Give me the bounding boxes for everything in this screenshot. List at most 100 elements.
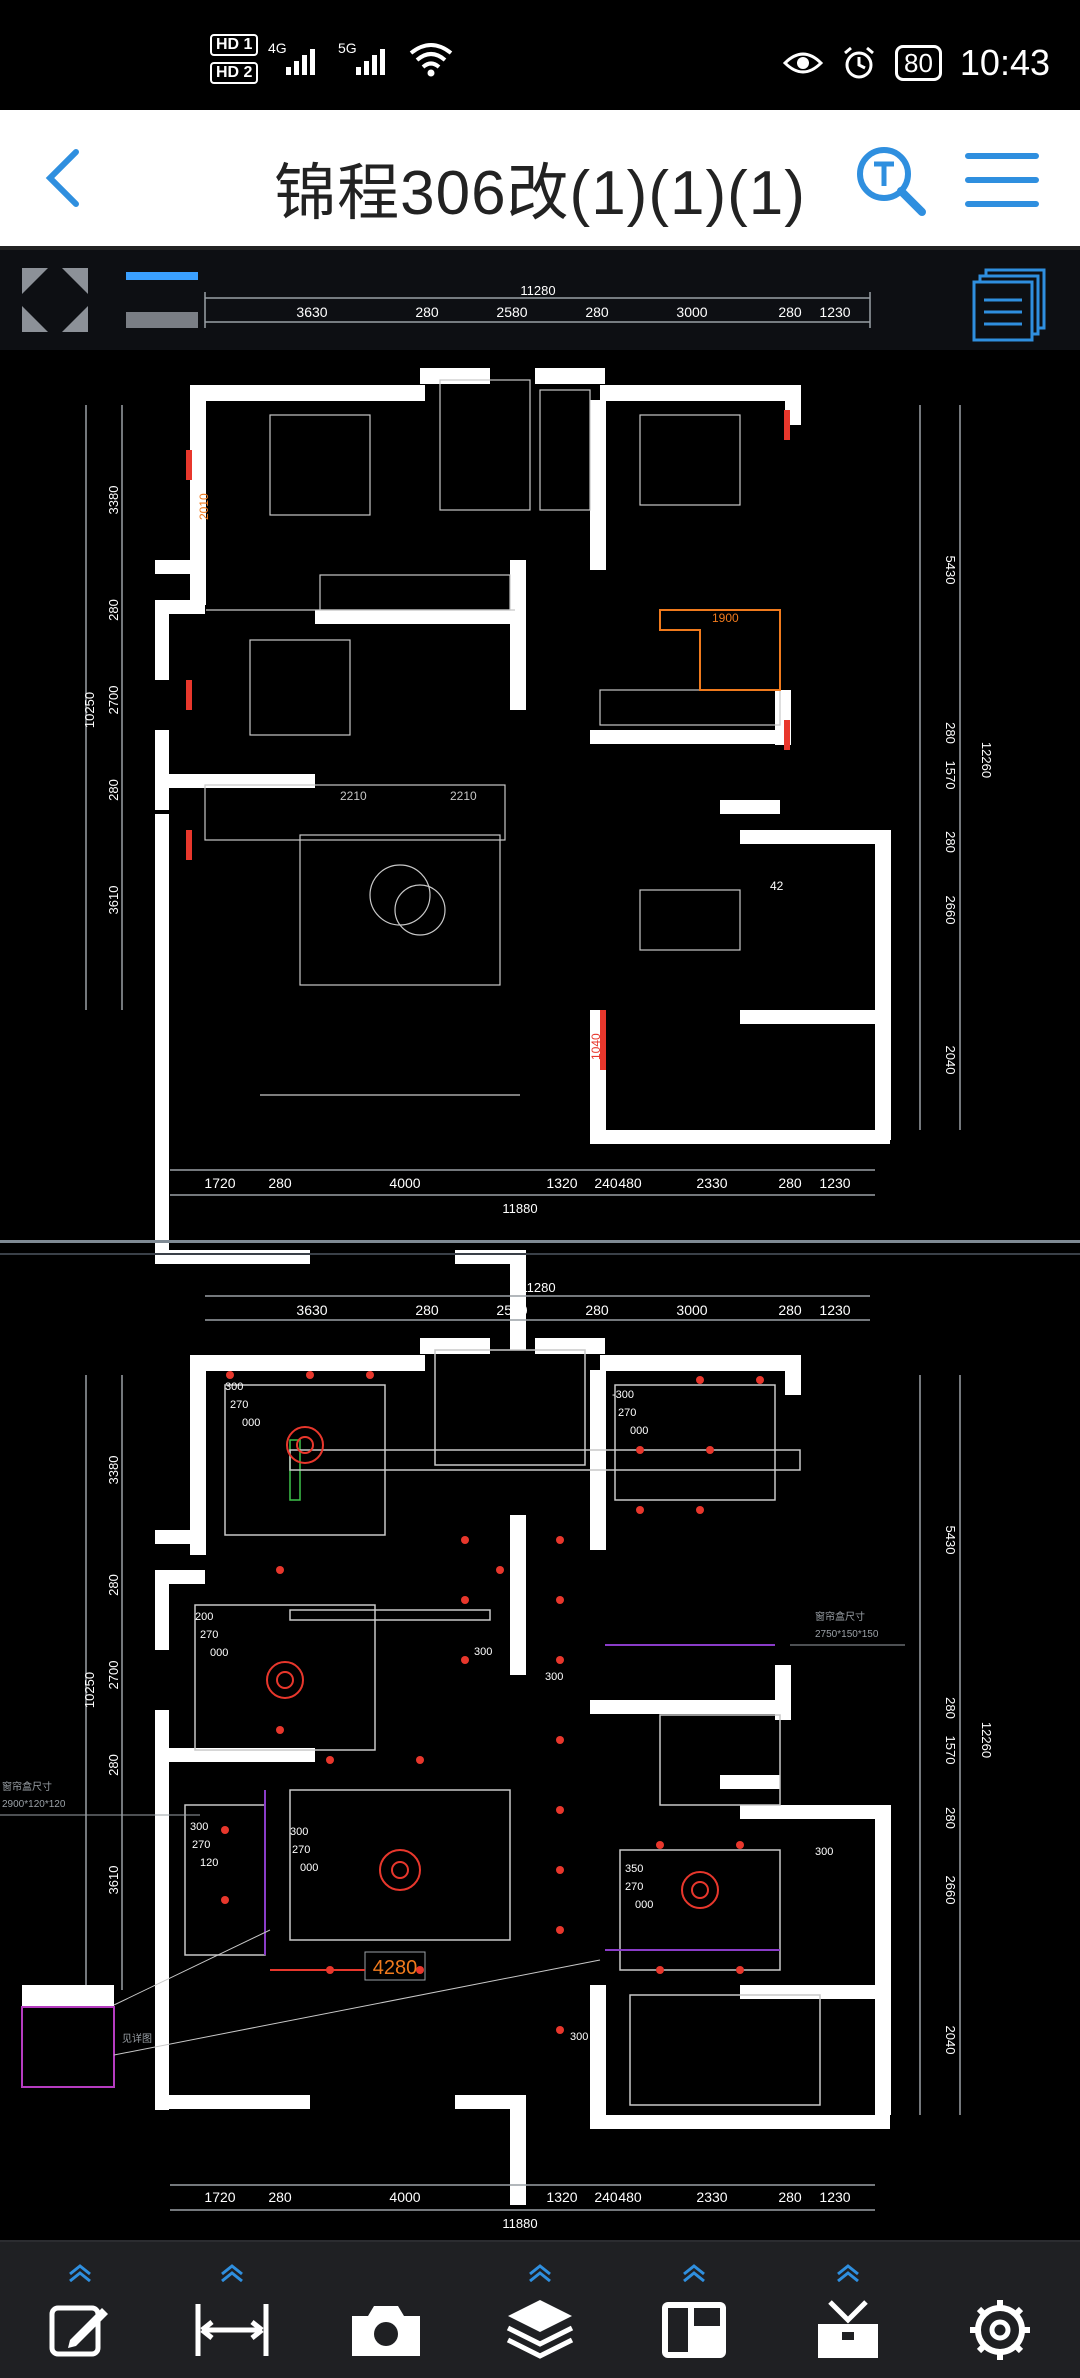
level-tag: 270 [230, 1399, 248, 1411]
level-tag: -300 [612, 1389, 634, 1401]
dim-label: 280 [778, 1302, 802, 1318]
dim-label: 280 [943, 1697, 958, 1719]
walls-2 [155, 1338, 891, 2205]
room-dim-label: 42 [770, 879, 784, 893]
sheet-divider [0, 1240, 1080, 1243]
line-weight-icon[interactable] [126, 272, 198, 328]
dim-label: 280 [106, 779, 121, 801]
dimension-callout: 4280 [270, 1951, 426, 1981]
dim-label: 3000 [676, 304, 707, 320]
cad-drawing-canvas[interactable]: 11280 3630 280 2580 280 3000 280 1230 33… [0, 250, 1080, 2240]
curtain-note-2: 窗帘盒尺寸 2900*120*120 [0, 1780, 200, 1816]
dim-bottom-labels: 1720 280 4000 1320 240 480 2330 280 1230… [204, 2189, 850, 2231]
battery-indicator: 80 [894, 45, 942, 81]
signal-5g-icon: 5G [338, 40, 386, 75]
network-indicators: HD 1 HD 2 4G 5G [210, 34, 454, 84]
settings-tool[interactable] [960, 2264, 1040, 2364]
ruler-dimension-icon [195, 2304, 269, 2356]
dim-label: 3630 [296, 304, 327, 320]
dim-label: 4000 [389, 2189, 420, 2205]
text-search-icon[interactable] [852, 142, 928, 218]
curtain-boxes [264, 1644, 780, 1955]
ceiling-level-tags: 300 270 000 -300 270 000 200 270 000 300… [190, 1381, 833, 2043]
dim-label: 1320 [546, 2189, 577, 2205]
level-tag: 270 [618, 1407, 636, 1419]
dim-label: 280 [268, 1175, 292, 1191]
dim-label: 10250 [82, 1672, 97, 1708]
level-tag: 300 [474, 1646, 492, 1658]
furniture-accent [659, 609, 781, 691]
dim-label: 1320 [546, 1175, 577, 1191]
dim-label: 2700 [106, 1661, 121, 1690]
curtain-note-1: 窗帘盒尺寸 2750*150*150 [790, 1610, 905, 1646]
dim-left-labels: 3380 280 2700 280 3610 10250 [82, 486, 121, 915]
dim-label: 480 [618, 2189, 642, 2205]
dim-label: 280 [778, 2189, 802, 2205]
dim-right-labels: 5430 280 1570 280 2660 2040 12260 [943, 1526, 994, 2055]
dim-label: 11880 [502, 1201, 537, 1216]
right-dim-lines-2 [919, 1375, 961, 2115]
dim-label: 1230 [819, 304, 850, 320]
menu-icon[interactable] [964, 148, 1040, 212]
level-tag: 300 [815, 1846, 833, 1858]
room-dim-label: 2210 [340, 789, 367, 803]
toolbox-tool[interactable] [808, 2264, 888, 2364]
clock: 10:43 [959, 42, 1050, 83]
chevron-up-icon [837, 2264, 859, 2282]
edit-icon [49, 2305, 108, 2357]
layout-tool[interactable] [654, 2264, 734, 2364]
camera-tool[interactable] [346, 2264, 426, 2364]
dim-label: 1230 [819, 1175, 850, 1191]
toolbox-icon [818, 2300, 878, 2358]
dim-label: 2580 [496, 304, 527, 320]
edit-tool[interactable] [40, 2264, 120, 2364]
fullscreen-icon[interactable] [22, 268, 88, 332]
level-tag: 300 [290, 1826, 308, 1838]
dim-label: 240 [594, 2189, 618, 2205]
gear-icon [970, 2300, 1030, 2360]
dim-label: 1720 [204, 1175, 235, 1191]
back-icon[interactable] [36, 146, 96, 210]
dim-label: 280 [778, 1175, 802, 1191]
dim-label: 280 [415, 304, 439, 320]
dim-label: 10250 [82, 692, 97, 728]
layers-tool[interactable] [500, 2264, 580, 2364]
dim-top-total: 11280 [520, 1280, 555, 1295]
detail-box: 见详图 [21, 1929, 601, 2088]
right-dim-lines [919, 405, 961, 1130]
dim-label: 5430 [943, 1526, 958, 1555]
room-dim-label: 1040 [589, 1033, 603, 1060]
room-dim-label: 1900 [712, 611, 739, 625]
callout-value: 4280 [373, 1957, 418, 1979]
measure-tool[interactable] [192, 2264, 272, 2364]
sheet-divider-inner [0, 1253, 1080, 1255]
dim-label: 2040 [943, 2026, 958, 2055]
note-value: 2900*120*120 [2, 1799, 66, 1810]
detail-label: 见详图 [122, 2032, 152, 2045]
hd1-badge: HD 1 [210, 34, 259, 56]
layout-list-icon[interactable] [972, 268, 1046, 342]
dim-label: 2660 [943, 896, 958, 925]
level-tag: 300 [545, 1671, 563, 1683]
note-value: 2750*150*150 [815, 1629, 879, 1640]
level-tag: 270 [200, 1629, 218, 1641]
note-title: 窗帘盒尺寸 [815, 1610, 865, 1623]
dim-label: 3630 [296, 1302, 327, 1318]
room-dim-label: 2210 [450, 789, 477, 803]
bottom-toolbar [0, 2240, 1080, 2378]
chandelier-icons [266, 1426, 719, 1909]
level-tag: 200 [195, 1611, 213, 1623]
level-tag: 000 [210, 1647, 228, 1659]
level-tag: 300 [225, 1381, 243, 1393]
level-tag: 000 [635, 1899, 653, 1911]
layout-panels-icon [662, 2302, 726, 2358]
svg-text:5G: 5G [338, 40, 357, 56]
dim-label: 280 [778, 304, 802, 320]
level-tag: 350 [625, 1863, 643, 1875]
dim-label: 12260 [979, 1722, 994, 1758]
dim-label: 4000 [389, 1175, 420, 1191]
chevron-up-icon [69, 2264, 91, 2282]
bottom-dim-lines [170, 1169, 875, 1196]
dim-top-segments: 3630 280 2580 280 3000 280 1230 [296, 304, 850, 320]
dim-label: 280 [415, 1302, 439, 1318]
